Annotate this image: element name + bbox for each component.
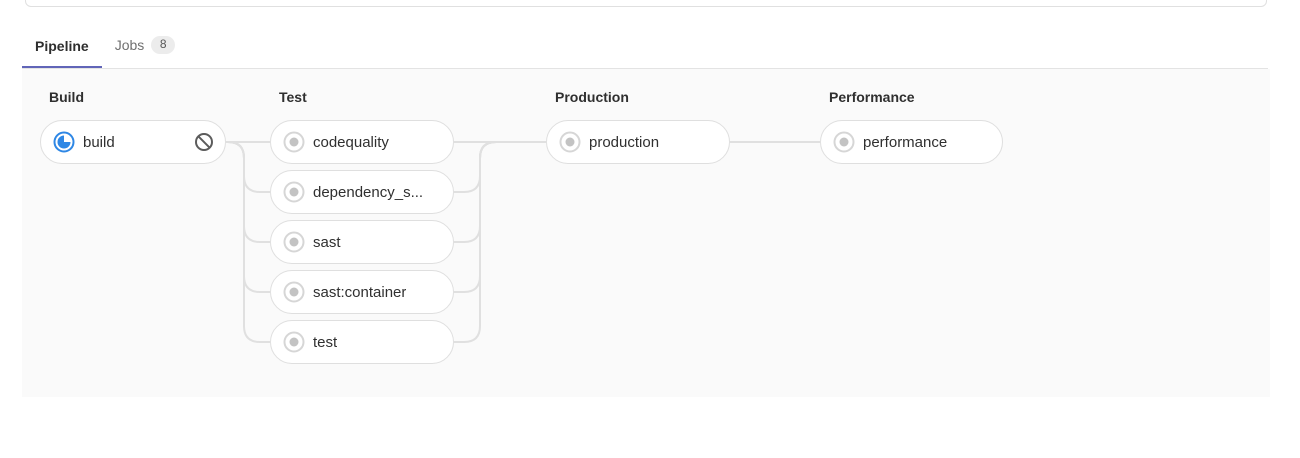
job-performance[interactable]: performance <box>820 120 1003 164</box>
status-running-icon <box>53 131 75 153</box>
job-codequality[interactable]: codequality <box>270 120 454 164</box>
status-created-icon <box>283 281 305 303</box>
job-name: performance <box>863 133 948 151</box>
job-build[interactable]: build <box>40 120 226 164</box>
status-created-icon <box>283 131 305 153</box>
job-sast-container[interactable]: sast:container <box>270 270 454 314</box>
status-created-icon <box>283 331 305 353</box>
stage-title: Build <box>49 89 84 105</box>
tabs-bottom-border <box>22 68 1268 69</box>
stage-connector-lines <box>226 141 820 343</box>
job-name: production <box>589 133 660 151</box>
job-name: build <box>83 133 115 151</box>
job-production[interactable]: production <box>546 120 730 164</box>
pipeline-graph: Build build <box>22 69 1270 397</box>
stage-title: Production <box>555 89 629 105</box>
status-created-icon <box>283 231 305 253</box>
stage-title: Test <box>279 89 307 105</box>
tab-jobs[interactable]: Jobs 8 <box>102 26 189 69</box>
cancel-job-button[interactable] <box>193 131 215 153</box>
status-created-icon <box>283 181 305 203</box>
job-name: dependency_s... <box>313 183 424 201</box>
tab-pipeline[interactable]: Pipeline <box>22 28 102 69</box>
job-name: sast <box>313 233 341 251</box>
pipeline-tabs: Pipeline Jobs 8 <box>22 28 188 69</box>
tab-jobs-label: Jobs <box>114 37 145 53</box>
tab-pipeline-label: Pipeline <box>35 38 89 54</box>
status-created-icon <box>559 131 581 153</box>
job-dependency-scanning[interactable]: dependency_s... <box>270 170 454 214</box>
pipeline-info-card-edge <box>25 0 1267 7</box>
job-test[interactable]: test <box>270 320 454 364</box>
stage-title: Performance <box>829 89 915 105</box>
job-name: codequality <box>313 133 389 151</box>
status-created-icon <box>833 131 855 153</box>
jobs-count-badge: 8 <box>151 36 176 54</box>
job-sast[interactable]: sast <box>270 220 454 264</box>
job-name: test <box>313 333 338 351</box>
job-name: sast:container <box>313 283 407 301</box>
